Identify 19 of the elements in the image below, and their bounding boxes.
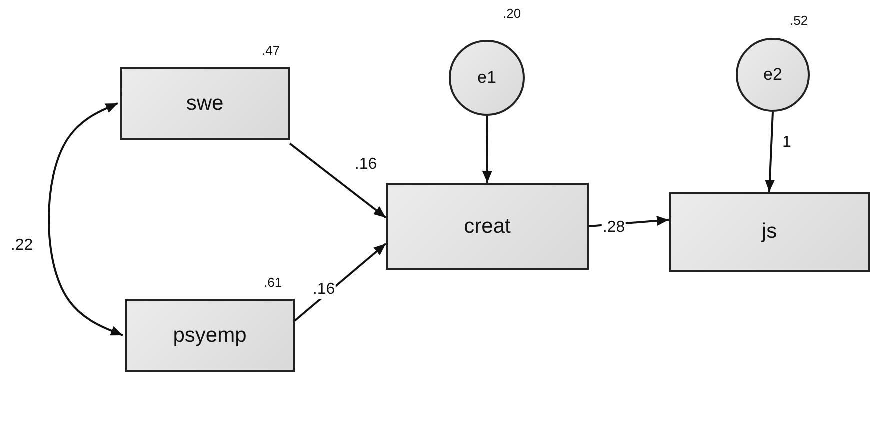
variance-value: .20 (503, 6, 522, 21)
variable-name: e2 (764, 65, 782, 85)
variable-name: js (762, 220, 778, 244)
variable-name: e1 (478, 68, 496, 88)
variable-box (120, 67, 290, 140)
variance-value: .52 (790, 13, 808, 28)
variance-value: .61 (264, 275, 282, 290)
variable-name: creat (464, 214, 511, 238)
edge-label: .16 (312, 281, 336, 299)
arrow (48, 102, 124, 336)
arrow (289, 142, 387, 219)
variable-box (125, 299, 295, 372)
variable-box (386, 183, 589, 270)
variable-box (669, 192, 870, 272)
variable-name: swe (186, 92, 224, 116)
arrow (482, 116, 492, 183)
variable-name: psyemp (173, 324, 247, 348)
variance-value: .47 (262, 43, 280, 58)
arrow (765, 112, 776, 192)
